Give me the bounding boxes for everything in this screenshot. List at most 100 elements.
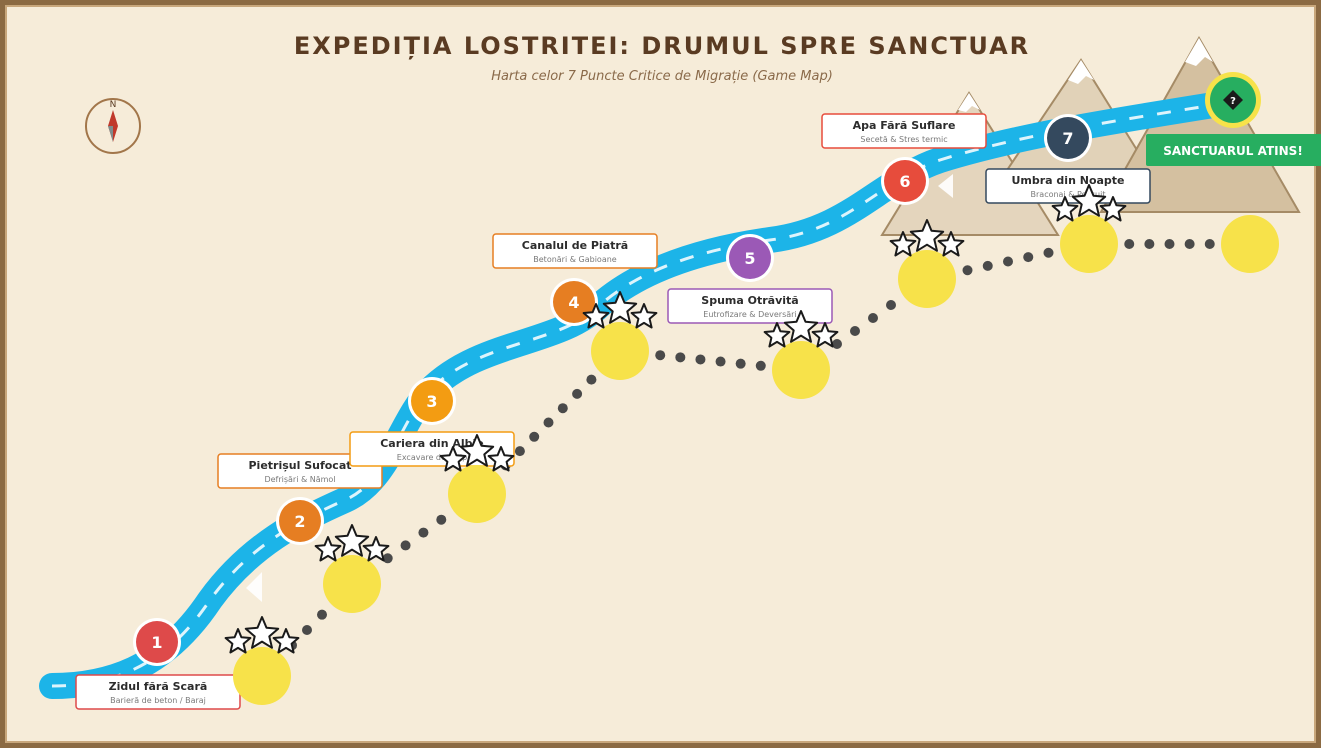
station-title: Canalul de Piatră [522,239,628,252]
map-title: EXPEDIȚIA LOSTRITEI: DRUMUL SPRE SANCTUA… [294,32,1030,60]
path-dot [1023,252,1034,263]
station-marker[interactable]: 3 [408,377,456,425]
question-diamond-icon: ? [1223,90,1243,110]
star-icon [889,231,917,257]
star-icon [487,446,515,472]
station-marker[interactable]: 5 [726,234,774,282]
path-dot [832,339,842,349]
path-dot [675,352,686,363]
station-subtitle: Barieră de beton / Baraj [110,696,206,705]
level-node[interactable] [1051,184,1127,273]
river [39,89,1245,699]
path-dot [382,553,393,564]
star-icon [244,616,280,649]
path-dot [982,260,993,271]
station-number: 2 [294,512,305,531]
path-dot [436,514,447,525]
level-stars [224,616,300,654]
star-icon [272,628,300,654]
star-icon [362,536,390,562]
star-icon [1051,196,1079,222]
star-icon [630,303,658,329]
level-node[interactable] [439,434,515,523]
station-title: Apa Fără Suflare [853,119,956,132]
level-stars [582,291,658,329]
path-dot [1043,247,1054,258]
station-title: Umbra din Noapte [1011,174,1124,187]
station-subtitle: Defrișări & Nămol [264,475,335,485]
station-subtitle: Excavare de nisip [397,453,467,462]
path-dot [695,354,706,365]
path-dot [514,446,525,457]
star-icon [937,231,965,257]
station-marker[interactable]: 2 [276,497,324,545]
station-title: Pietrișul Sufocat [248,459,351,472]
level-node[interactable] [314,524,390,613]
level-node[interactable] [1221,215,1279,273]
star-icon [602,291,638,324]
path-dot [586,374,597,385]
station-marker[interactable]: 1 [133,618,181,666]
station-subtitle: Braconaj & Pescuit [1031,190,1106,199]
station-subtitle: Betonări & Gabioane [533,255,617,264]
level-node[interactable] [582,291,658,380]
station-title: Spuma Otrăvită [701,294,798,307]
svg-text:?: ? [1230,96,1236,107]
station-number: 3 [426,392,437,411]
level-node[interactable] [889,219,965,308]
star-icon [1099,196,1127,222]
station-marker[interactable]: 7 [1044,114,1092,162]
level-stars [439,434,515,472]
path-dot [886,300,896,310]
compass-icon: N [85,98,141,154]
path-dot [1144,239,1155,249]
goal-node[interactable]: ? [1205,72,1261,128]
star-icon [439,446,467,472]
star-icon [224,628,252,654]
path-dot [529,431,540,442]
compass-north-label: N [110,100,117,110]
station-subtitle: Secetă & Stres termic [860,135,947,144]
station-number: 6 [899,172,910,191]
path-dot [1124,239,1135,249]
path-dot [1003,256,1013,267]
star-icon [314,536,342,562]
path-dot [1204,239,1215,249]
path-dot [715,356,726,367]
station-number: 7 [1062,129,1073,148]
path-dot [400,540,411,551]
path-dot [557,403,568,414]
level-stars [889,219,965,257]
star-icon [582,303,610,329]
path-dot [868,313,878,323]
level-node[interactable] [763,310,839,399]
path-dot [1184,239,1195,249]
path-dot [418,527,429,538]
path-dot [572,388,583,399]
station-number: 1 [151,633,162,652]
station-number: 5 [744,249,755,268]
level-node[interactable] [224,616,300,705]
star-icon [334,524,370,557]
path-dot [543,417,554,428]
station-title: Zidul fără Scară [109,680,208,693]
star-icon [1071,184,1107,217]
station-marker[interactable]: 6 [881,157,929,205]
path-dot [755,360,766,371]
map-subtitle: Harta celor 7 Puncte Critice de Migrație… [491,69,833,84]
star-icon [811,322,839,348]
path-dot [317,609,327,620]
star-icon [763,322,791,348]
level-nodes [224,184,1279,705]
level-stars [314,524,390,562]
path-dot [735,358,746,369]
flow-arrow-icon [246,572,262,602]
path-dot [962,265,973,276]
